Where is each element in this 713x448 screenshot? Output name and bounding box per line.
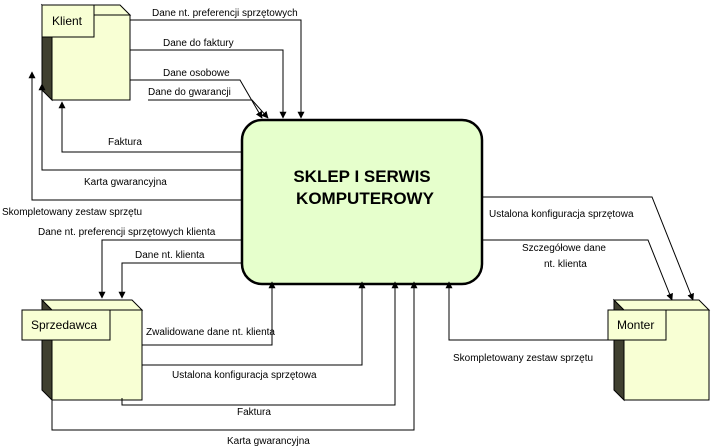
sprzedawca-box-top — [40, 299, 144, 311]
flow-szczegolowe — [482, 239, 673, 301]
sprzedawca-label-box — [21, 309, 111, 341]
flow-dane-gwarancji — [148, 99, 269, 119]
flow-faktura-klient — [58, 101, 242, 153]
flow-konfig-monter-label: Ustalona konfiguracja sprzętowa — [489, 209, 634, 220]
monter-label-box — [607, 309, 667, 341]
flow-karta-klient — [38, 83, 242, 171]
flow-szczegolowe-label-1: Szczegółowe dane — [522, 243, 606, 254]
flow-karta-sprzedawca-label: Karta gwarancyjna — [227, 436, 310, 447]
sprzedawca-label: Sprzedawca — [31, 318, 97, 332]
flow-dane-gwarancji-label: Dane do gwarancji — [148, 87, 231, 98]
flow-dane-osobowe — [130, 79, 263, 119]
flow-dane-preferencji — [130, 19, 305, 119]
flow-konfig-sprzedawca — [142, 281, 366, 366]
flow-dane-klienta — [118, 262, 242, 299]
flow-dane-faktury — [130, 49, 287, 119]
process-title-line-1: SKLEP I SERWIS — [293, 167, 430, 186]
flow-zestaw-monter — [445, 281, 614, 341]
flow-zestaw-monter-label: Skompletowany zestaw sprzętu — [453, 353, 593, 364]
flow-faktura-sprzedawca — [121, 281, 399, 406]
flow-konfig-monter — [482, 196, 694, 301]
klient-label: Klient — [52, 14, 83, 28]
entity-monter[interactable]: Monter — [607, 298, 711, 402]
flow-zestaw-klient — [28, 71, 242, 201]
entity-klient[interactable]: Klient — [40, 3, 132, 102]
flow-dane-faktury-label: Dane do faktury — [163, 38, 234, 49]
flow-zwalidowane-label: Zwalidowane dane nt. klienta — [146, 327, 275, 338]
monter-box-top — [612, 299, 711, 311]
flow-dane-klienta-label: Dane nt. klienta — [135, 250, 205, 261]
flow-szczegolowe-label-2: nt. klienta — [544, 259, 587, 270]
klient-label-box — [41, 4, 95, 38]
flow-zwalidowane — [142, 281, 276, 346]
entity-sprzedawca[interactable]: Sprzedawca — [21, 298, 144, 402]
flow-pref-klienta-label: Dane nt. preferencji sprzętowych klienta — [38, 227, 216, 238]
flow-faktura-klient-label: Faktura — [108, 137, 142, 148]
monter-label: Monter — [617, 318, 654, 332]
central-process[interactable]: SKLEP I SERWIS KOMPUTEROWY — [240, 118, 484, 286]
flow-karta-klient-label: Karta gwarancyjna — [84, 177, 167, 188]
process-title-line-2: KOMPUTEROWY — [296, 189, 435, 208]
flow-konfig-sprzedawca-label: Ustalona konfiguracja sprzętowa — [172, 370, 317, 381]
flow-dane-preferencji-label: Dane nt. preferencji sprzętowych — [152, 8, 298, 19]
flow-faktura-sprzedawca-label: Faktura — [237, 407, 271, 418]
flow-pref-klienta — [98, 239, 242, 299]
flow-karta-sprzedawca — [51, 281, 418, 431]
flow-zestaw-klient-label: Skompletowany zestaw sprzętu — [2, 207, 142, 218]
flow-dane-osobowe-label: Dane osobowe — [163, 68, 230, 79]
